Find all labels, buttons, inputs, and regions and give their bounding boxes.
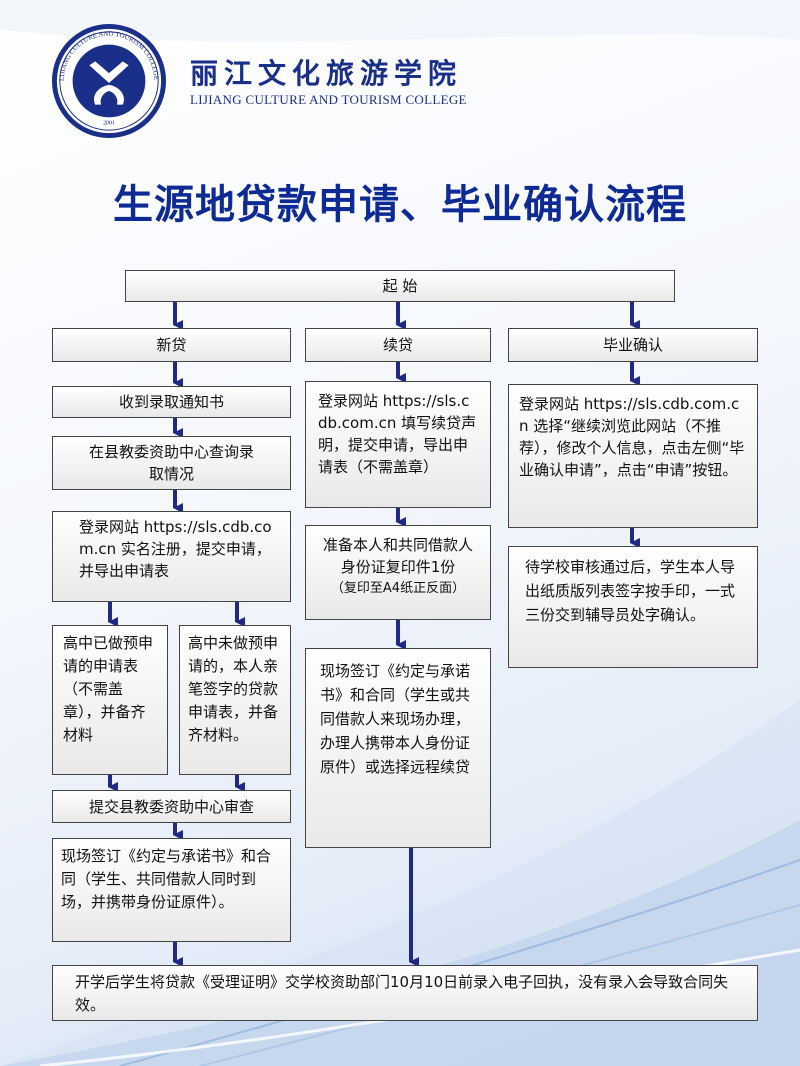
grad-step-confirm-online: 登录网站 https://sls.cdb.com.cn 选择“继续浏览此网站（不… [508,384,758,528]
new-step-check-admission: 在县教委资助中心查询录取情况 [52,436,291,490]
branch-grad-box: 毕业确认 [508,328,758,362]
new-step2-text: 在县教委资助中心查询录取情况 [89,443,255,483]
final-step-submit-receipt: 开学后学生将贷款《受理证明》交学校资助部门10月10日前录入电子回执，没有录入会… [52,965,758,1021]
school-name-cn: 丽江文化旅游学院 [190,57,463,90]
renew-step-sign-contract: 现场签订《约定与承诺书》和合同（学生或共同借款人来现场办理，办理人携带本人身份证… [305,648,491,848]
page-title: 生源地贷款申请、毕业确认流程 [113,182,687,228]
renew-step3-text: 现场签订《约定与承诺书》和合同（学生或共同借款人来现场办理，办理人携带本人身份证… [320,662,471,776]
new-step5-text: 现场签订《约定与承诺书》和合同（学生、共同借款人同时到场，并携带身份证原件）。 [61,847,272,911]
new-step-receive-notice: 收到录取通知书 [52,386,291,418]
grad-step1-text: 登录网站 https://sls.cdb.com.cn 选择“继续浏览此网站（不… [519,395,745,479]
new-step-submit-review: 提交县教委资助中心审查 [52,790,291,823]
new-option-not-pre-applied: 高中未做预申请的，本人亲笔签字的贷款申请表，并备齐材料。 [179,625,291,775]
new-step1-text: 收到录取通知书 [118,393,224,411]
new-left-text: 高中已做预申请的申请表（不需盖章），并备齐材料 [63,634,154,744]
new-step3-text: 登录网站 https://sls.cdb.com.cn 实名注册，提交申请，并导… [79,518,272,580]
renew-step2-note-text: （复印至A4纸正反面） [330,581,466,596]
start-label: 起 始 [382,277,418,295]
branch-new-label: 新贷 [156,336,187,354]
new-step-sign-contract: 现场签订《约定与承诺书》和合同（学生、共同借款人同时到场，并携带身份证原件）。 [52,838,291,942]
renew-step-apply-online: 登录网站 https://sls.cdb.com.cn 填写续贷声明，提交申请，… [305,381,491,508]
renew-step2-main-text: 准备本人和共同借款人身份证复印件1份 [322,536,473,576]
renew-step1-text: 登录网站 https://sls.cdb.com.cn 填写续贷声明，提交申请，… [318,392,477,476]
new-right-text: 高中未做预申请的，本人亲笔签字的贷款申请表，并备齐材料。 [188,634,279,744]
branch-grad-label: 毕业确认 [602,336,663,354]
grad-step2-text: 待学校审核通过后，学生本人导出纸质版列表签字按手印，一式三份交到辅导员处字确认。 [525,558,736,624]
branch-new-box: 新贷 [52,328,291,362]
grad-step-sign-list: 待学校审核通过后，学生本人导出纸质版列表签字按手印，一式三份交到辅导员处字确认。 [508,546,758,668]
new-option-pre-applied: 高中已做预申请的申请表（不需盖章），并备齐材料 [52,625,168,775]
school-name-en: LIJIANG CULTURE AND TOURISM COLLEGE [190,92,467,107]
start-box: 起 始 [125,270,675,302]
final-step-text: 开学后学生将贷款《受理证明》交学校资助部门10月10日前录入电子回执，没有录入会… [75,973,729,1014]
branch-renew-box: 续贷 [305,328,491,362]
seal-emblem-icon [89,61,129,105]
seal-year: 2001 [103,120,115,126]
college-logo-seal: LIJIANG CULTURE AND TOURISM COLLEGE 2001 [51,23,167,139]
new-step4-text: 提交县教委资助中心审查 [88,797,254,816]
new-step-register-online: 登录网站 https://sls.cdb.com.cn 实名注册，提交申请，并导… [52,511,291,602]
branch-renew-label: 续贷 [382,336,413,354]
renew-step-prepare-id: 准备本人和共同借款人身份证复印件1份 （复印至A4纸正反面） [305,525,491,620]
